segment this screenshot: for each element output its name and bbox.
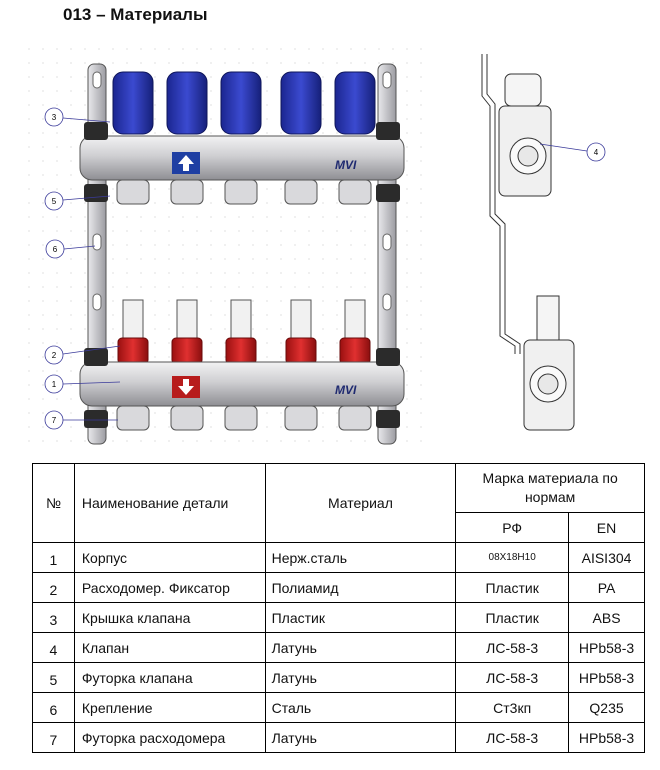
flowmeters xyxy=(117,299,371,365)
row-en: AISI304 xyxy=(568,542,645,573)
flowmeter-fittings xyxy=(116,405,372,431)
row-en: PA xyxy=(568,572,645,603)
header-rf: РФ xyxy=(455,512,570,543)
table-row: 1 Корпус Нерж.сталь 08Х18Н10 AISI304 xyxy=(32,542,645,573)
materials-table: № Наименование детали Материал Марка мат… xyxy=(32,463,645,753)
row-en: ABS xyxy=(568,602,645,633)
valve-fittings xyxy=(116,179,372,205)
svg-text:MVI: MVI xyxy=(335,383,357,397)
row-material: Пластик xyxy=(264,602,457,633)
row-name: Футорка клапана xyxy=(73,662,266,693)
row-name: Корпус xyxy=(73,542,266,573)
callout-1: 1 xyxy=(52,380,57,389)
row-num: 5 xyxy=(32,662,75,693)
header-en: EN xyxy=(568,512,645,543)
header-num: № xyxy=(32,463,75,543)
table-row: 5 Футорка клапана Латунь ЛС-58-3 HPb58-3 xyxy=(32,662,645,693)
row-num: 2 xyxy=(32,572,75,603)
row-num: 3 xyxy=(32,602,75,633)
row-name: Крышка клапана xyxy=(73,602,266,633)
row-name: Клапан xyxy=(73,632,266,663)
row-en: HPb58-3 xyxy=(568,662,645,693)
callout-2: 2 xyxy=(52,351,57,360)
row-material: Полиамид xyxy=(264,572,457,603)
row-rf: ЛС-58-3 xyxy=(455,662,570,693)
table-row: 4 Клапан Латунь ЛС-58-3 HPb58-3 xyxy=(32,632,645,663)
row-material: Латунь xyxy=(264,632,457,663)
row-rf: Пластик xyxy=(455,572,570,603)
row-rf: 08Х18Н10 xyxy=(455,542,570,573)
row-num: 4 xyxy=(32,632,75,663)
row-en: Q235 xyxy=(568,692,645,723)
manifold-svg: MVI xyxy=(28,36,606,448)
row-rf: Ст3кп xyxy=(455,692,570,723)
callout-5: 5 xyxy=(52,197,57,206)
row-material: Латунь xyxy=(264,662,457,693)
row-material: Сталь xyxy=(264,692,457,723)
callout-3: 3 xyxy=(52,113,57,122)
row-rf: ЛС-58-3 xyxy=(455,722,570,753)
side-view xyxy=(481,54,575,431)
row-material: Нерж.сталь xyxy=(264,542,457,573)
row-en: HPb58-3 xyxy=(568,632,645,663)
header-material: Материал xyxy=(264,463,457,543)
row-num: 1 xyxy=(32,542,75,573)
top-manifold: MVI xyxy=(79,122,405,202)
row-en: HPb58-3 xyxy=(568,722,645,753)
callouts: 3 5 6 2 1 7 4 xyxy=(44,107,606,430)
header-name: Наименование детали xyxy=(73,463,266,543)
table-row: 6 Крепление Сталь Ст3кп Q235 xyxy=(32,692,645,723)
row-name: Крепление xyxy=(73,692,266,723)
row-num: 6 xyxy=(32,692,75,723)
page-title: 013 – Материалы xyxy=(63,5,208,24)
callout-7: 7 xyxy=(52,416,57,425)
row-material: Латунь xyxy=(264,722,457,753)
valve-caps xyxy=(112,71,376,135)
row-rf: Пластик xyxy=(455,602,570,633)
table-row: 7 Футорка расходомера Латунь ЛС-58-3 HPb… xyxy=(32,722,645,753)
row-rf: ЛС-58-3 xyxy=(455,632,570,663)
table-row: 3 Крышка клапана Пластик Пластик ABS xyxy=(32,602,645,633)
manifold-drawing: MVI xyxy=(0,34,660,462)
header-norms-group: Марка материала по нормам xyxy=(455,463,645,513)
row-name: Расходомер. Фиксатор xyxy=(73,572,266,603)
row-name: Футорка расходомера xyxy=(73,722,266,753)
table-row: 2 Расходомер. Фиксатор Полиамид Пластик … xyxy=(32,572,645,603)
svg-text:MVI: MVI xyxy=(335,158,357,172)
callout-6: 6 xyxy=(53,245,58,254)
bottom-manifold: MVI xyxy=(79,348,405,428)
row-num: 7 xyxy=(32,722,75,753)
callout-4: 4 xyxy=(594,148,599,157)
